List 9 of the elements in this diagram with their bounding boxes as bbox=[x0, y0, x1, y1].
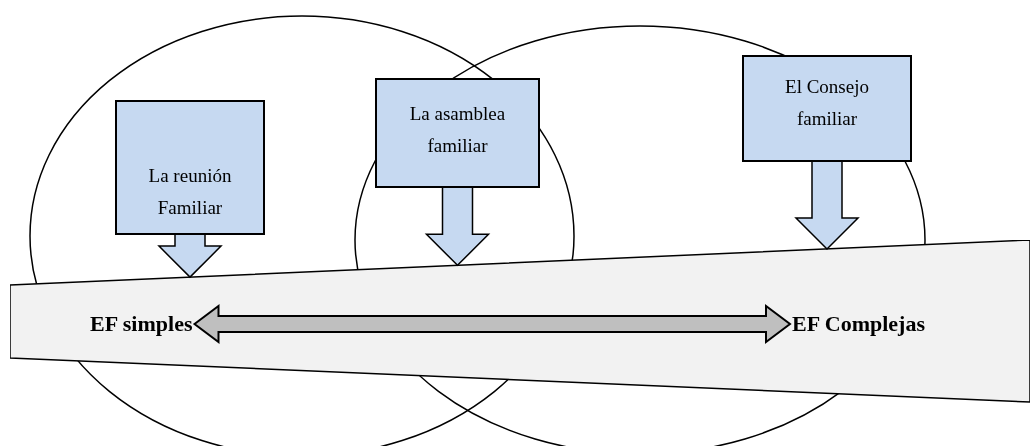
block-arrow bbox=[424, 186, 491, 267]
block-arrow bbox=[794, 160, 860, 251]
callout-box: La reunión Familiar bbox=[115, 100, 265, 235]
block-arrow bbox=[192, 304, 792, 344]
block-arrow bbox=[157, 233, 223, 279]
callout-box: La asamblea familiar bbox=[375, 78, 540, 188]
band-end-label: EF simples bbox=[90, 310, 193, 338]
band-end-label: EF Complejas bbox=[792, 310, 925, 338]
callout-box: El Consejo familiar bbox=[742, 55, 912, 162]
